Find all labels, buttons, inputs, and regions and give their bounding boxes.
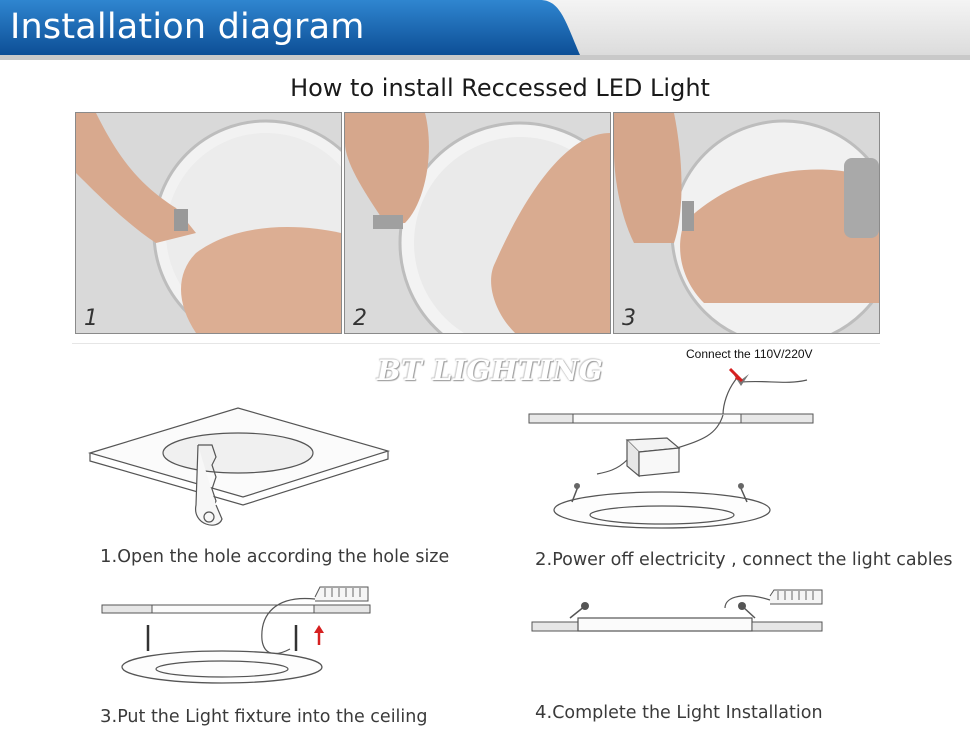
photo-number: 2 <box>353 306 367 331</box>
connect-voltage-label: Connect the 110V/220V <box>686 347 813 361</box>
step-number: 3. <box>100 706 118 727</box>
step-number: 4. <box>535 702 553 723</box>
diagram-step-4 <box>530 588 825 642</box>
page-title: Installation diagram <box>10 7 365 47</box>
step-caption-3: 3.Put the Light fixture into the ceiling <box>100 706 427 727</box>
step-caption-1: 1.Open the hole according the hole size <box>100 546 449 567</box>
step-number: 2. <box>535 549 553 570</box>
banner-shape <box>0 0 970 60</box>
step-text: Put the Light fixture into the ceiling <box>117 707 428 727</box>
photo-number: 3 <box>622 306 636 331</box>
step-text: Open the hole according the hole size <box>117 547 450 567</box>
brand-watermark: BT LIGHTING <box>377 354 604 387</box>
step-number: 1. <box>100 546 118 567</box>
diagram-step-2 <box>527 360 817 539</box>
section-divider <box>72 343 880 344</box>
page-subtitle: How to install Reccessed LED Light <box>290 74 710 102</box>
install-photo-3: 3 <box>613 112 880 334</box>
step-caption-2: 2.Power off electricity , connect the li… <box>535 549 952 570</box>
install-photo-2: 2 <box>344 112 611 334</box>
step-text: Complete the Light Installation <box>552 703 823 723</box>
photo-strip: 1 2 3 <box>75 112 880 334</box>
diagram-step-3 <box>100 585 380 699</box>
step-text: Power off electricity , connect the ligh… <box>552 550 953 570</box>
diagram-step-1 <box>87 405 393 539</box>
install-photo-1: 1 <box>75 112 342 334</box>
header-banner: Installation diagram <box>0 0 970 60</box>
photo-number: 1 <box>84 306 98 331</box>
step-caption-4: 4.Complete the Light Installation <box>535 702 823 723</box>
